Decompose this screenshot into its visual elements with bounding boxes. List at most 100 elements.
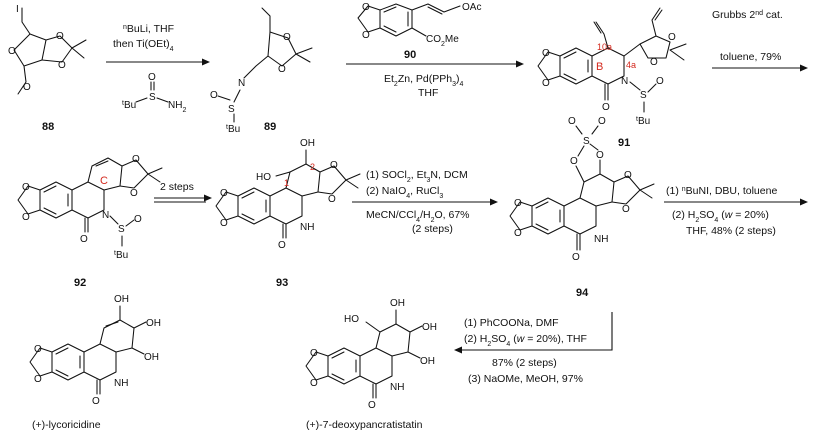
svg-text:HO: HO — [256, 172, 271, 183]
compound-label-93: 93 — [276, 277, 288, 289]
arrow-6-condition-line-3: THF, 48% (2 steps) — [686, 225, 776, 237]
svg-text:O: O — [92, 396, 100, 407]
arrow-7-condition-line-2: (2) H2SO4 (w = 20%), THF — [464, 333, 587, 348]
compound-label-88: 88 — [42, 121, 54, 133]
svg-text:O: O — [34, 374, 42, 385]
compound-90: O O OAc CO2Me 90 — [357, 2, 481, 61]
svg-text:O: O — [134, 214, 142, 225]
carbon-label-1: 1 — [284, 178, 289, 188]
svg-text:O: O — [624, 170, 632, 181]
arrow-6: (1) nBuNI, DBU, toluene (2) H2SO4 (w = 2… — [664, 185, 808, 237]
svg-text:HO: HO — [344, 314, 359, 325]
atom-oxygen: O — [56, 31, 64, 42]
svg-text:N: N — [621, 76, 628, 87]
svg-text:O: O — [80, 234, 88, 245]
compound-lycoricidine: O O O NH OH OH OH (+)-lycoricidine — [29, 294, 161, 431]
arrow-4-condition: 2 steps — [160, 181, 194, 193]
svg-text:O: O — [130, 188, 138, 199]
svg-text:O: O — [570, 156, 578, 167]
arrow-6-condition-line-2: (2) H2SO4 (w = 20%) — [672, 209, 769, 224]
svg-text:OH: OH — [390, 298, 405, 309]
svg-text:O: O — [598, 116, 606, 127]
arrow-5-condition-line-4: (2 steps) — [412, 223, 453, 235]
svg-text:S: S — [228, 104, 235, 115]
svg-text:NH: NH — [390, 382, 404, 393]
svg-text:O: O — [602, 102, 610, 113]
svg-text:O: O — [132, 154, 140, 165]
arrow-4: 2 steps — [154, 181, 212, 203]
svg-text:O: O — [220, 188, 228, 199]
compound-94: O O O NH O O S O O O O 94 — [509, 116, 655, 299]
svg-text:O: O — [148, 72, 156, 83]
svg-text:O: O — [572, 252, 580, 263]
svg-text:O: O — [22, 212, 30, 223]
svg-text:NH: NH — [300, 222, 314, 233]
svg-text:O: O — [210, 90, 218, 101]
svg-text:S: S — [149, 92, 156, 103]
compound-label-89: 89 — [264, 121, 276, 133]
arrow-5: (1) SOCl2, Et3N, DCM (2) NaIO4, RuCl3 Me… — [352, 169, 498, 235]
reagent-tert-butanesulfinamide: O S tBu NH2 — [122, 72, 186, 114]
compound-label-91: 91 — [618, 137, 630, 149]
svg-text:O: O — [362, 30, 370, 41]
svg-text:tBu: tBu — [226, 124, 240, 136]
svg-text:tBu: tBu — [636, 116, 650, 128]
compound-89: O O N S O tBu 89 — [210, 7, 313, 136]
svg-text:O: O — [362, 2, 370, 13]
svg-text:O: O — [368, 400, 376, 411]
svg-text:O: O — [542, 78, 550, 89]
svg-text:OH: OH — [114, 294, 129, 305]
arrow-3: Grubbs 2nd cat. toluene, 79% — [712, 9, 808, 72]
svg-text:O: O — [283, 32, 291, 43]
arrow-3-condition-line-2: toluene, 79% — [720, 51, 781, 63]
svg-text:OH: OH — [144, 352, 159, 363]
svg-text:O: O — [514, 198, 522, 209]
compound-93: O O O NH HO OH 1 2 O O 93 — [215, 138, 361, 289]
arrow-7: (1) PhCOONa, DMF (2) H2SO4 (w = 20%), TH… — [454, 312, 613, 385]
svg-text:OH: OH — [422, 322, 437, 333]
arrow-7-condition-line-3: 87% (2 steps) — [492, 357, 557, 369]
svg-text:O: O — [668, 32, 676, 43]
svg-text:CO2Me: CO2Me — [426, 34, 459, 48]
arrow-3-condition-line-1: Grubbs 2nd cat. — [712, 9, 783, 21]
svg-text:O: O — [310, 378, 318, 389]
svg-text:O: O — [22, 182, 30, 193]
compound-7-deoxypancratistatin: O O O NH HO OH OH OH (+)-7-deoxypancrati… — [305, 298, 437, 431]
svg-text:S: S — [640, 90, 647, 101]
svg-text:NH: NH — [114, 378, 128, 389]
compound-label-90: 90 — [404, 49, 416, 61]
svg-text:tBu: tBu — [122, 100, 136, 112]
arrow-5-condition-line-2: (2) NaIO4, RuCl3 — [366, 185, 443, 200]
svg-text:O: O — [310, 348, 318, 359]
arrow-2-condition-line-1: Et2Zn, Pd(PPh3)4 — [384, 73, 464, 88]
compound-label-lycoricidine: (+)-lycoricidine — [32, 419, 101, 431]
atom-ring-oxygen: O — [8, 46, 16, 57]
arrow-1: nBuLi, THF then Ti(OEt)4 O S tBu NH2 — [106, 23, 210, 114]
compound-label-92: 92 — [74, 277, 86, 289]
compound-label-94: 94 — [576, 287, 589, 299]
svg-text:OH: OH — [146, 318, 161, 329]
svg-text:O: O — [34, 344, 42, 355]
svg-text:O: O — [542, 48, 550, 59]
svg-text:O: O — [278, 64, 286, 75]
svg-text:S: S — [118, 224, 125, 235]
svg-text:tBu: tBu — [114, 250, 128, 262]
atom-methoxy-oxygen: O — [23, 82, 31, 93]
svg-text:O: O — [278, 240, 286, 251]
svg-text:O: O — [656, 76, 664, 87]
arrow-5-condition-line-1: (1) SOCl2, Et3N, DCM — [366, 169, 468, 184]
svg-text:O: O — [220, 218, 228, 229]
svg-text:OH: OH — [300, 138, 315, 149]
svg-text:O: O — [330, 160, 338, 171]
compound-label-deoxypancratistatin: (+)-7-deoxypancratistatin — [306, 419, 423, 431]
arrow-1-condition-line-1: nBuLi, THF — [123, 23, 174, 35]
arrow-1-condition-line-2: then Ti(OEt)4 — [113, 38, 174, 53]
arrow-5-condition-line-3: MeCN/CCl4/H2O, 67% — [366, 209, 470, 224]
compound-91: O O N O B 10a 4a S O tBu O O 91 — [537, 7, 687, 149]
svg-text:NH2: NH2 — [168, 100, 186, 114]
arrow-7-condition-line-4: (3) NaOMe, MeOH, 97% — [468, 373, 583, 385]
compound-88: I O O O O 88 — [8, 4, 87, 133]
svg-text:O: O — [514, 228, 522, 239]
atom-iodine: I — [16, 4, 19, 15]
